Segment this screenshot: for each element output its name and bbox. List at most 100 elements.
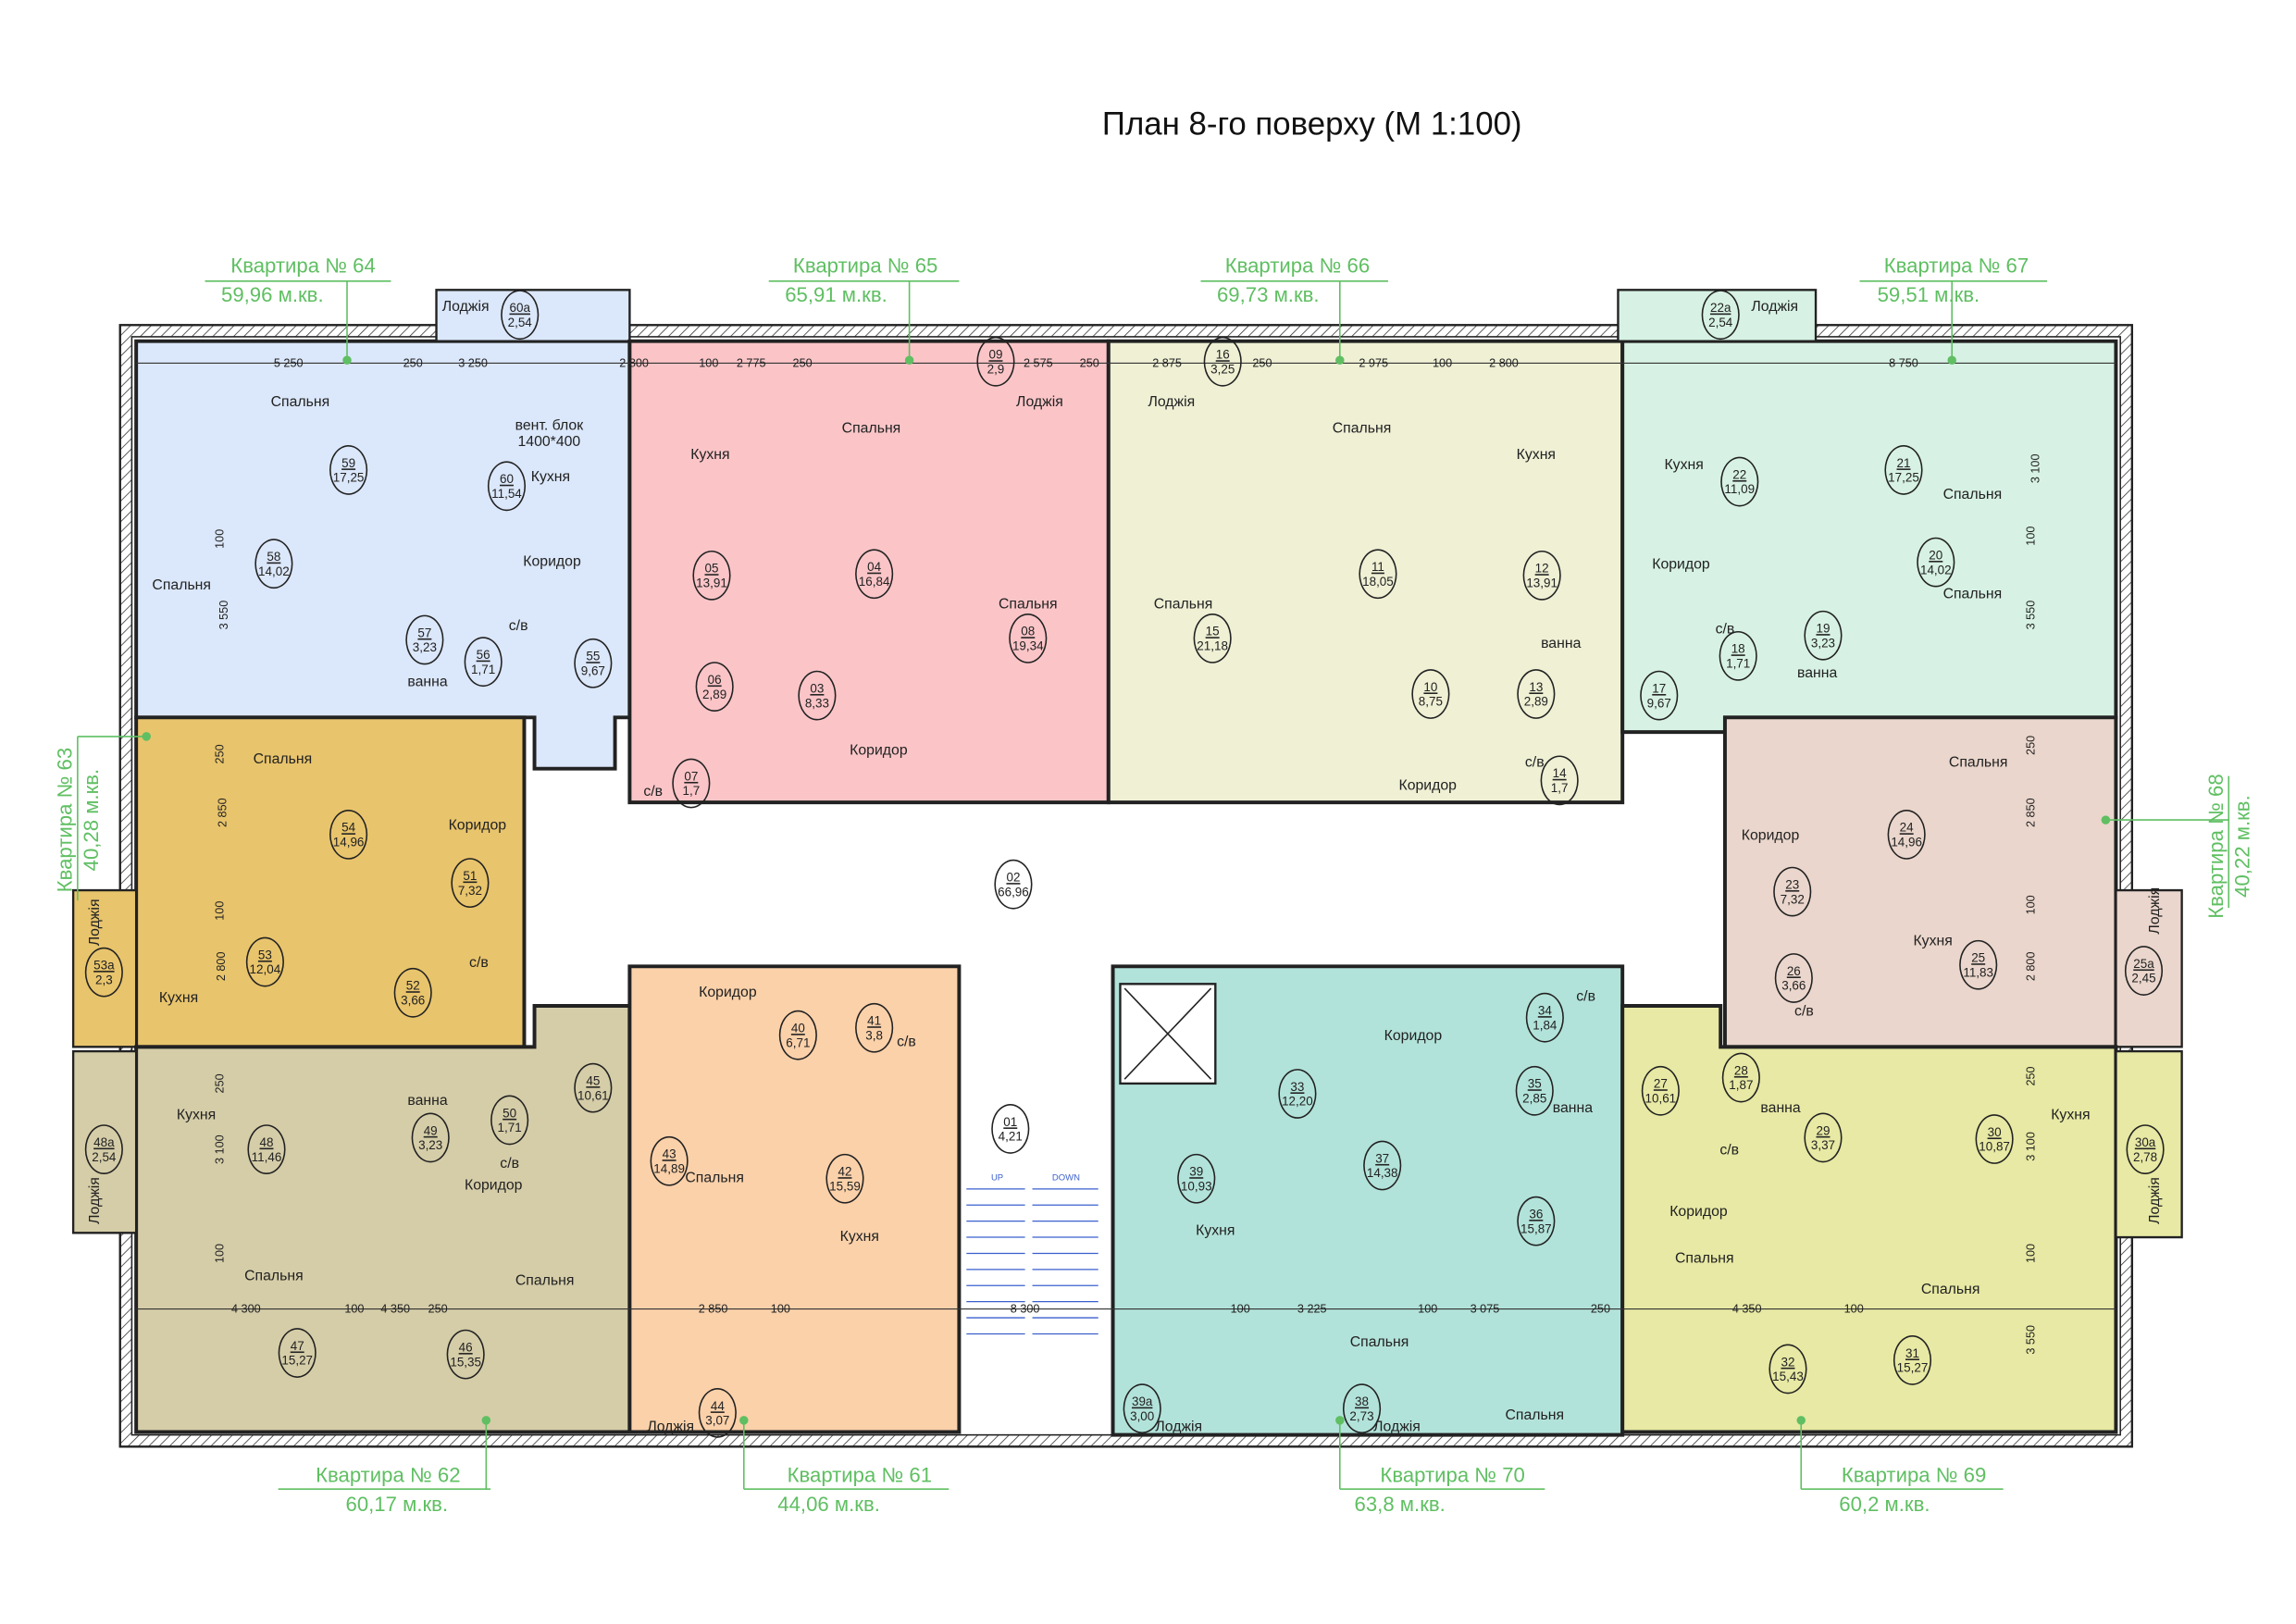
apartment-69-area[interactable] xyxy=(1620,1004,2118,1434)
room-number: 27 xyxy=(1653,1075,1668,1091)
apartment-64-title[interactable]: Квартира № 64 xyxy=(230,253,376,278)
dimension-label: 250 xyxy=(213,1073,227,1094)
room-number: 60а xyxy=(509,300,530,316)
apartment-63-title[interactable]: Квартира № 63 xyxy=(52,747,77,893)
room-name-label: с/в xyxy=(508,618,528,635)
room-area: 8,33 xyxy=(804,695,830,711)
apartment-62-title[interactable]: Квартира № 62 xyxy=(316,1462,461,1487)
room-area: 14,89 xyxy=(653,1160,685,1176)
room-number: 51 xyxy=(463,868,478,884)
apartment-62-area[interactable] xyxy=(134,1004,632,1434)
dimension-label: 250 xyxy=(213,744,227,764)
room-name-label: ванна xyxy=(1796,665,1838,682)
room-area: 15,27 xyxy=(281,1353,314,1368)
apartment-65-title[interactable]: Квартира № 65 xyxy=(792,253,938,278)
room-name-label: Спальня xyxy=(270,394,330,411)
apartment-61-area[interactable] xyxy=(627,964,962,1434)
dimension-label: 2 775 xyxy=(736,356,766,370)
dimension-label: 2 850 xyxy=(2024,798,2038,828)
apartment-69-title[interactable]: Квартира № 69 xyxy=(1841,1462,1987,1487)
elevator-shaft xyxy=(1119,983,1217,1085)
apartment-67-area[interactable] xyxy=(1620,339,2118,735)
apartment-68-title[interactable]: Квартира № 68 xyxy=(2203,774,2228,919)
room-name-label: с/в xyxy=(897,1034,916,1051)
room-area: 13,91 xyxy=(1526,575,1558,590)
apartment-66-title[interactable]: Квартира № 66 xyxy=(1224,253,1371,278)
apartment-70-title[interactable]: Квартира № 70 xyxy=(1380,1462,1525,1487)
room-number: 05 xyxy=(704,561,719,576)
apartment-61-title[interactable]: Квартира № 61 xyxy=(787,1462,933,1487)
room-area: 2,54 xyxy=(1708,315,1733,330)
apartment-70-area[interactable] xyxy=(1111,964,1625,1437)
apartment-67-title[interactable]: Квартира № 67 xyxy=(1883,253,2029,278)
